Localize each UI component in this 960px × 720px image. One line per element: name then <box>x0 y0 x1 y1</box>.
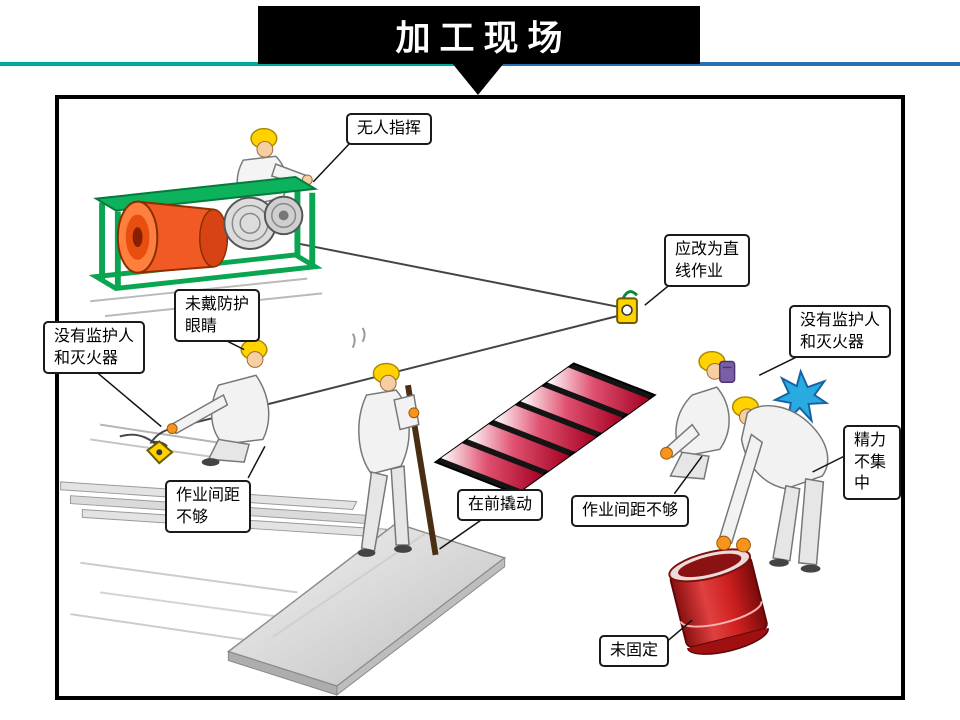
crouching-worker <box>166 339 270 467</box>
prybar-worker <box>351 327 439 557</box>
drum-barrel <box>668 548 769 655</box>
callout-leaders <box>91 142 849 644</box>
masked-worker <box>660 350 736 480</box>
pulley-block <box>616 290 639 324</box>
header-accent-line-teal <box>0 62 480 66</box>
slide-title: 加工现场 <box>395 18 572 58</box>
callout-work-spacing-insufficient-left: 作业间距 不够 <box>165 480 252 534</box>
steel-plate-large <box>226 522 507 697</box>
callout-no-supervisor-no-extinguisher-left: 没有监护人 和灭火器 <box>43 321 146 375</box>
callout-no-supervisor-no-extinguisher-right: 没有监护人 和灭火器 <box>789 305 892 359</box>
callout-no-director: 无人指挥 <box>346 113 433 145</box>
bent-worker <box>716 396 829 573</box>
winch-machine <box>88 175 323 318</box>
callout-lack-of-concentration: 精力不集中 <box>843 425 901 500</box>
staircase <box>433 362 657 495</box>
callout-prying-at-front: 在前撬动 <box>457 489 544 521</box>
worksite-illustration <box>60 127 849 697</box>
banner-pointer-arrow <box>452 63 504 95</box>
spark <box>771 368 830 424</box>
title-banner: 加工现场 <box>258 6 700 64</box>
illustration-frame: 无人指挥 应改为直 线作业 未戴防护 眼睛 没有监护人 和灭火器 没有监护人 和… <box>43 95 905 700</box>
callout-change-to-straight-line: 应改为直 线作业 <box>664 234 751 288</box>
callout-work-spacing-insufficient-right: 作业间距不够 <box>571 495 690 527</box>
floor-pulley <box>119 433 174 465</box>
callout-not-secured: 未固定 <box>599 635 670 667</box>
header-accent-line-blue <box>480 62 960 66</box>
callout-no-protective-goggles: 未戴防护 眼睛 <box>174 289 261 343</box>
